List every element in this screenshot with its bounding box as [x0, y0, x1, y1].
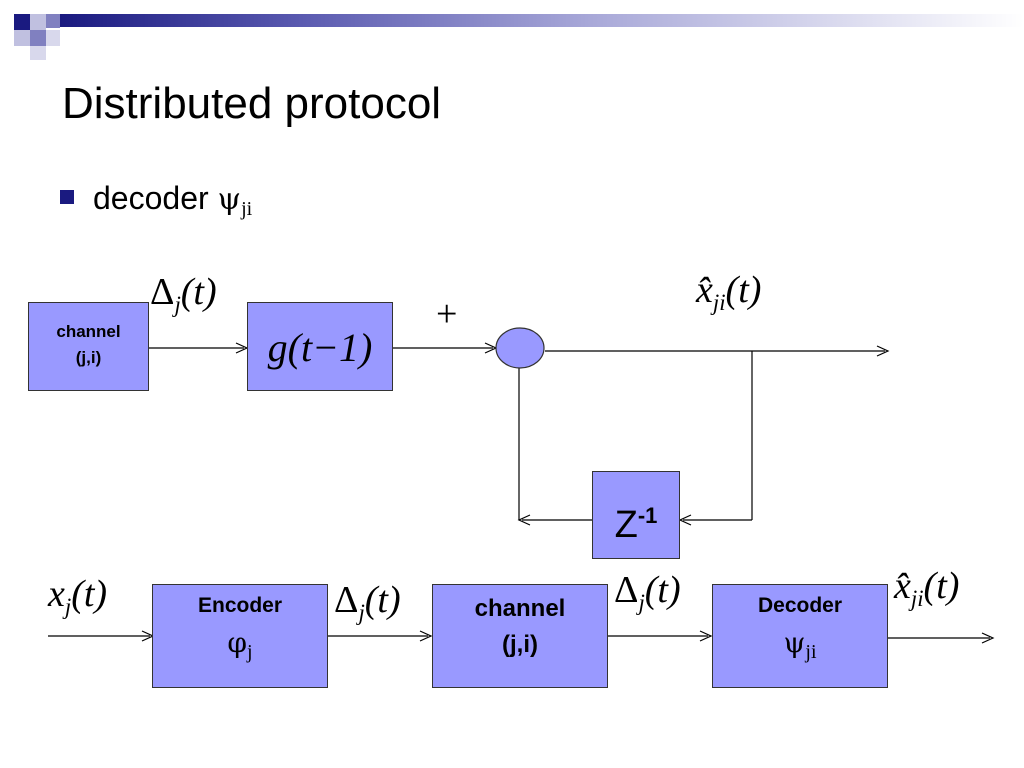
- decoder-symbol-group: ψji: [713, 621, 887, 674]
- bottom-channel-line2: (j,i): [502, 631, 538, 658]
- encoder-symbol-group: φj: [153, 621, 327, 674]
- delta-arg: (t): [644, 569, 681, 611]
- bullet-subscript: ji: [241, 198, 253, 220]
- bullet-marker: [60, 190, 74, 204]
- decoder-box: Decoder ψji: [712, 584, 888, 688]
- top-delta-label: Δj(t): [150, 270, 217, 318]
- header-square-mid: [46, 14, 60, 28]
- summing-junction: [495, 327, 545, 369]
- delta-symbol: Δ: [614, 569, 639, 611]
- encoder-box: Encoder φj: [152, 584, 328, 688]
- output-arg: (t): [923, 565, 960, 607]
- header-square-mid: [30, 30, 46, 46]
- delta-subscript: j: [358, 599, 365, 625]
- encoder-subscript: j: [247, 641, 253, 663]
- delta-symbol: Δ: [150, 271, 175, 313]
- top-channel-line1: channel: [56, 322, 121, 341]
- header-square-light: [14, 30, 30, 46]
- encoder-symbol: φ: [227, 626, 248, 659]
- top-channel-line2: (j,i): [75, 348, 102, 367]
- bottom-delta-label-2: Δj(t): [614, 568, 681, 616]
- decoder-title: Decoder: [757, 594, 843, 617]
- decoder-symbol: ψ: [783, 626, 806, 659]
- delay-base: Z: [614, 504, 638, 546]
- input-subscript: j: [64, 593, 72, 619]
- bullet-text: decoder: [93, 180, 209, 216]
- top-xhat-label: x̂ji(t): [696, 268, 761, 316]
- g-function-box: g(t−1): [247, 302, 393, 391]
- delay-exponent: -1: [637, 503, 658, 528]
- delta-subscript: j: [638, 589, 645, 615]
- xhat-subscript: ji: [712, 289, 726, 315]
- xhat-arg: (t): [725, 269, 762, 311]
- input-label: xj(t): [48, 572, 107, 620]
- input-arg: (t): [71, 573, 108, 615]
- decoder-subscript: ji: [805, 641, 817, 663]
- output-label: x̂ji(t): [894, 564, 959, 612]
- plus-label: +: [436, 293, 458, 335]
- delta-symbol: Δ: [334, 579, 359, 621]
- header-square-light: [46, 30, 60, 46]
- header-square-light: [30, 46, 46, 60]
- delta-arg: (t): [364, 579, 401, 621]
- output-symbol: x̂: [894, 565, 911, 607]
- bullet-item: decoder ψji: [93, 178, 252, 229]
- header-square-dark: [14, 14, 30, 30]
- header-gradient-bar: [60, 14, 1024, 27]
- header-square-light: [30, 14, 46, 30]
- encoder-title: Encoder: [197, 594, 283, 617]
- bottom-channel-line1: channel: [474, 595, 566, 622]
- delta-subscript: j: [174, 291, 181, 317]
- slide-title: Distributed protocol: [62, 79, 442, 128]
- g-function-label: g(t−1): [267, 325, 373, 370]
- top-channel-box: channel (j,i): [28, 302, 149, 391]
- delay-box: Z-1: [592, 471, 680, 559]
- input-symbol: x: [48, 573, 65, 615]
- bottom-channel-box: channel (j,i): [432, 584, 608, 688]
- bottom-delta-label-1: Δj(t): [334, 578, 401, 626]
- delta-arg: (t): [180, 271, 217, 313]
- output-subscript: ji: [910, 585, 924, 611]
- xhat-symbol: x̂: [696, 269, 713, 311]
- bullet-symbol: ψ: [217, 182, 242, 217]
